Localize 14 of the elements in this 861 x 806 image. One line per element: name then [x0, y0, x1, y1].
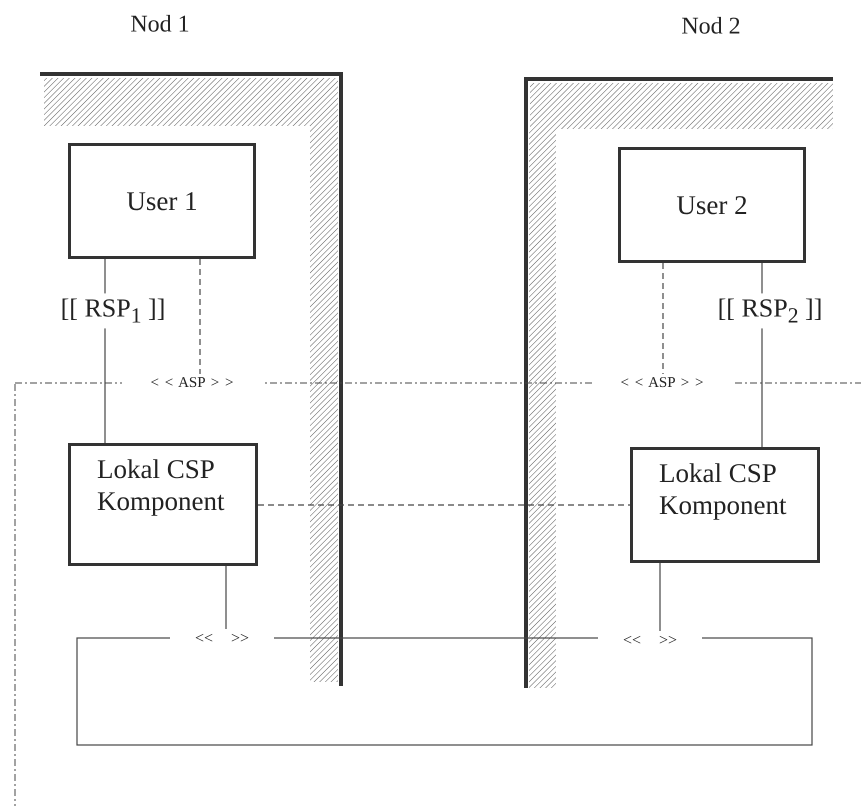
- process-box: [618, 147, 806, 263]
- box-label: User 2: [675, 189, 749, 221]
- box-label: User 1: [125, 185, 199, 217]
- process-box: [68, 443, 258, 566]
- connector: [659, 563, 661, 631]
- connector: [225, 566, 227, 629]
- dashed-connector: [199, 259, 201, 374]
- process-box: [630, 447, 820, 563]
- bus-line: [14, 384, 16, 806]
- process-box: [68, 143, 256, 259]
- dashed-connector: [662, 263, 664, 374]
- box-label: Lokal CSP Komponent: [659, 457, 786, 521]
- box-label: Lokal CSP Komponent: [97, 453, 224, 517]
- dashed-connector: [258, 504, 630, 506]
